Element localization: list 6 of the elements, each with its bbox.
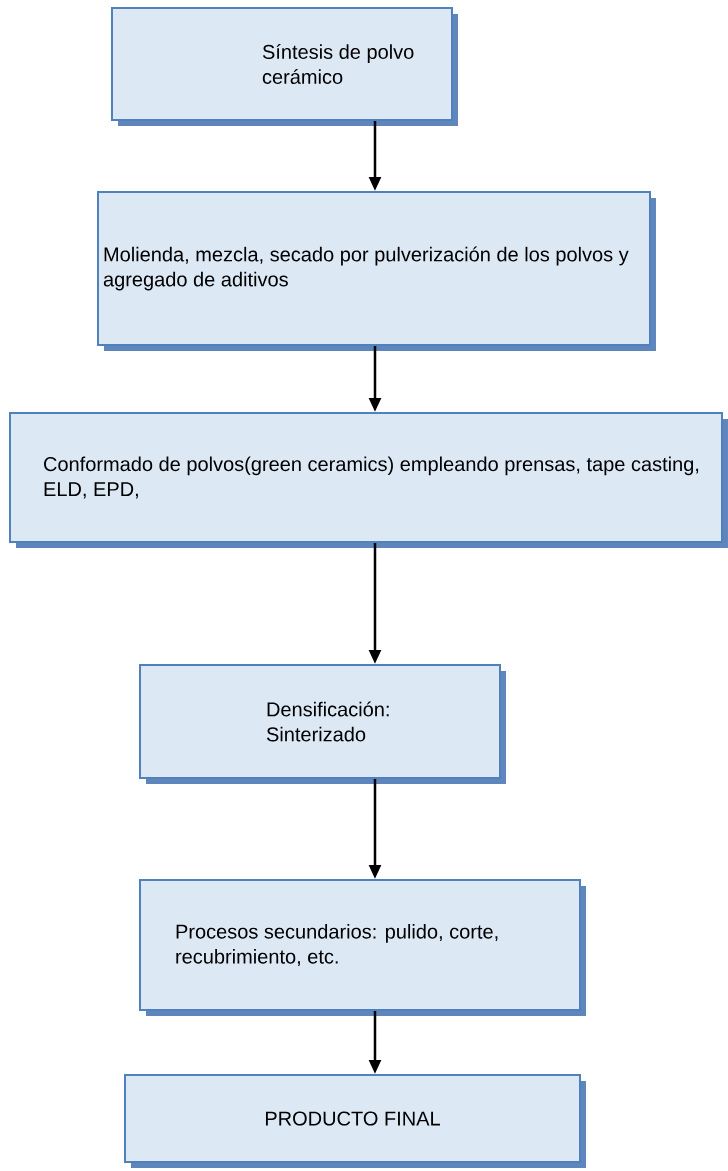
process-box: Densificación: Sinterizado (139, 664, 506, 784)
process-box: Síntesis de polvo cerámico (111, 7, 458, 126)
process-box: PRODUCTO FINAL (124, 1074, 586, 1168)
process-box: Procesos secundarios: pulido, corte, recubrimiento, etc. (139, 879, 586, 1016)
process-box: Molienda, mezcla, secado por pulverización de los polvos y agregado de aditivos (97, 191, 656, 351)
process-box: Conformado de polvos(green ceramics) empleando prensas, tape casting, ELD, EPD, (9, 412, 728, 548)
